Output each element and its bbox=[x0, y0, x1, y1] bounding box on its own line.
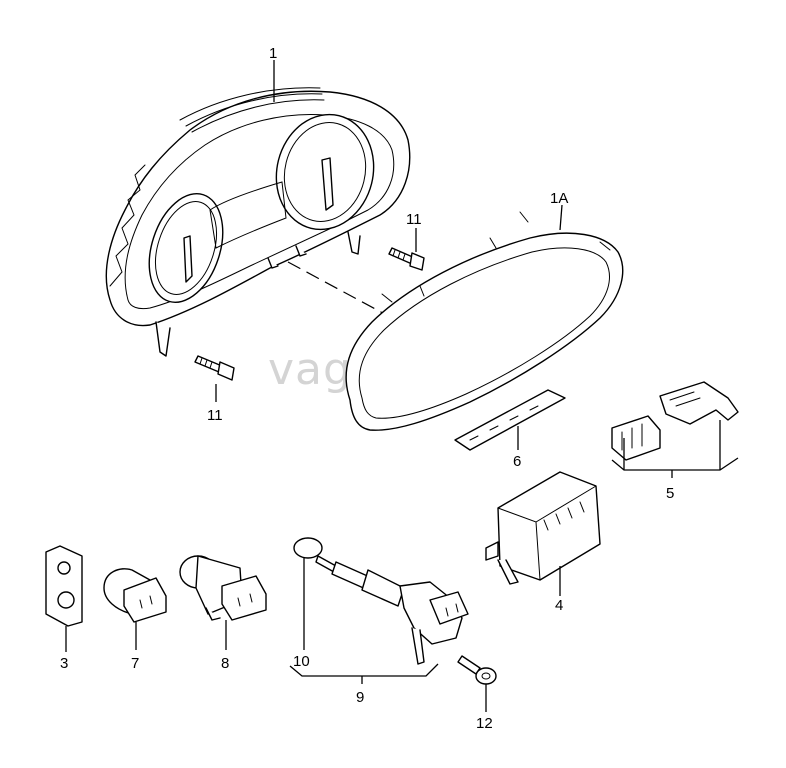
connector-set bbox=[611, 381, 739, 461]
sensor-7 bbox=[103, 568, 167, 623]
label-part-11-lower: 11 bbox=[207, 407, 223, 424]
label-part-5: 5 bbox=[666, 485, 674, 502]
control-unit bbox=[485, 471, 601, 585]
bolt bbox=[457, 655, 497, 685]
sensor-8 bbox=[179, 555, 267, 621]
label-part-10: 10 bbox=[293, 653, 310, 670]
label-part-4: 4 bbox=[555, 597, 563, 614]
screw-lower bbox=[194, 355, 235, 381]
leader-lines bbox=[65, 60, 739, 712]
screw-upper bbox=[388, 247, 425, 271]
label-part-6: 6 bbox=[513, 453, 521, 470]
label-part-7: 7 bbox=[131, 655, 139, 672]
label-part-1: 1 bbox=[269, 45, 277, 62]
probe-sensor bbox=[315, 555, 469, 665]
label-part-12: 12 bbox=[476, 715, 493, 732]
label-part-3: 3 bbox=[60, 655, 68, 672]
instrument-cluster bbox=[105, 87, 411, 357]
cover-frame bbox=[345, 211, 624, 431]
label-part-11-upper: 11 bbox=[406, 211, 422, 228]
foam-strip bbox=[454, 389, 566, 451]
o-ring bbox=[293, 537, 323, 559]
label-part-9: 9 bbox=[356, 689, 364, 706]
label-part-8: 8 bbox=[221, 655, 229, 672]
label-part-1a: 1A bbox=[550, 190, 568, 207]
gasket bbox=[45, 545, 83, 627]
